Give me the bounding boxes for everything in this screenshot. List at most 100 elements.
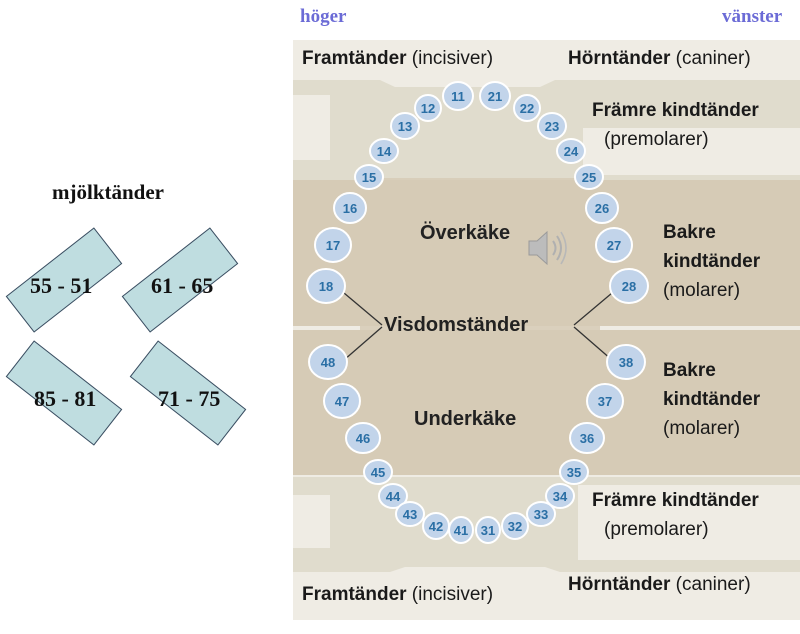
label-upper-molars-line2: kindtänder xyxy=(663,251,761,272)
milk-quadrant-label-4: 71 - 75 xyxy=(158,386,221,411)
tooth-shape xyxy=(585,192,619,224)
lower-tooth-34: 34 xyxy=(545,483,575,509)
upper-tooth-28: 28 xyxy=(609,268,649,304)
lower-tooth-38: 38 xyxy=(606,344,646,380)
tooth-number: 48 xyxy=(321,355,335,370)
lower-tooth-48: 48 xyxy=(308,344,348,380)
header-incisors-bottom-title: Framtänder xyxy=(302,584,407,605)
lower-tooth-42: 42 xyxy=(422,512,450,540)
lower-tooth-31: 31 xyxy=(475,516,501,544)
upper-tooth-14: 14 xyxy=(369,138,399,164)
header-incisors-bottom: Framtänder (incisiver) xyxy=(302,584,493,606)
tooth-number: 16 xyxy=(343,201,357,216)
tooth-shape xyxy=(586,383,624,419)
tooth-shape xyxy=(609,268,649,304)
tooth-shape xyxy=(314,227,352,263)
tooth-shape xyxy=(345,422,381,454)
tooth-shape xyxy=(569,422,605,454)
tooth-number: 43 xyxy=(403,507,417,522)
label-lower-jaw: Underkäke xyxy=(414,408,517,430)
tooth-shape xyxy=(308,344,348,380)
tooth-shape xyxy=(363,459,393,485)
upper-tooth-24: 24 xyxy=(556,138,586,164)
upper-tooth-25: 25 xyxy=(574,164,604,190)
tooth-shape xyxy=(323,383,361,419)
upper-tooth-16: 16 xyxy=(333,192,367,224)
tooth-number: 26 xyxy=(595,201,609,216)
label-upper-premolars: Främre kindtänder (premolarer) xyxy=(592,96,759,154)
upper-tooth-13: 13 xyxy=(390,112,420,140)
leader-line-right-top xyxy=(573,292,613,326)
tooth-number: 38 xyxy=(619,355,633,370)
tooth-number: 37 xyxy=(598,394,612,409)
tooth-number: 15 xyxy=(362,170,376,185)
header-incisors-top-sub: (incisiver) xyxy=(406,48,494,69)
lower-tooth-33: 33 xyxy=(526,501,556,527)
header-canines-top-sub: (caniner) xyxy=(670,48,751,69)
lower-tooth-37: 37 xyxy=(586,383,624,419)
header-incisors-top-title: Framtänder xyxy=(302,48,407,69)
lower-tooth-44: 44 xyxy=(378,483,408,509)
header-canines-top: Hörntänder (caniner) xyxy=(568,48,751,70)
tooth-shape xyxy=(306,268,346,304)
speaker-icon[interactable] xyxy=(525,226,573,270)
tooth-shape xyxy=(559,459,589,485)
tooth-shape xyxy=(414,94,442,122)
tooth-number: 21 xyxy=(488,89,502,104)
upper-tooth-17: 17 xyxy=(314,227,352,263)
header-incisors-top: Framtänder (incisiver) xyxy=(302,48,493,70)
upper-tooth-27: 27 xyxy=(595,227,633,263)
upper-tooth-23: 23 xyxy=(537,112,567,140)
tooth-number: 31 xyxy=(481,523,495,538)
lower-tooth-41: 41 xyxy=(448,516,474,544)
tooth-shape xyxy=(556,138,586,164)
tooth-number: 13 xyxy=(398,119,412,134)
label-lower-molars-sub: (molarer) xyxy=(663,418,741,439)
label-lower-molars: Bakre kindtänder (molarer) xyxy=(663,356,760,443)
tooth-shape xyxy=(606,344,646,380)
upper-tooth-26: 26 xyxy=(585,192,619,224)
lower-tooth-32: 32 xyxy=(501,512,529,540)
tooth-shape xyxy=(442,81,474,111)
label-lower-molars-line1: Bakre xyxy=(663,360,716,381)
tooth-number: 35 xyxy=(567,465,581,480)
label-upper-jaw: Överkäke xyxy=(420,222,511,244)
tooth-shape xyxy=(537,112,567,140)
tooth-shape xyxy=(595,227,633,263)
side-label-left: vänster xyxy=(722,6,783,27)
tooth-shape xyxy=(479,81,511,111)
tooth-number: 41 xyxy=(454,523,468,538)
tooth-shape xyxy=(545,483,575,509)
upper-tooth-11: 11 xyxy=(442,81,474,111)
tooth-shape xyxy=(513,94,541,122)
lower-tooth-46: 46 xyxy=(345,422,381,454)
lower-tooth-47: 47 xyxy=(323,383,361,419)
leader-line-left-bottom xyxy=(343,326,383,361)
upper-tooth-15: 15 xyxy=(354,164,384,190)
upper-tooth-22: 22 xyxy=(513,94,541,122)
tooth-shape xyxy=(378,483,408,509)
label-upper-premolars-title: Främre kindtänder xyxy=(592,100,759,121)
upper-tooth-12: 12 xyxy=(414,94,442,122)
tooth-shape xyxy=(390,112,420,140)
label-upper-premolars-sub: (premolarer) xyxy=(604,129,709,150)
tooth-number: 36 xyxy=(580,431,594,446)
tooth-number: 18 xyxy=(319,279,333,294)
tooth-number: 25 xyxy=(582,170,596,185)
tooth-shape xyxy=(448,516,474,544)
tooth-shape xyxy=(475,516,501,544)
tooth-number: 12 xyxy=(421,101,435,116)
label-lower-premolars-title: Främre kindtänder xyxy=(592,490,759,511)
tooth-number: 24 xyxy=(564,144,579,159)
tooth-number: 14 xyxy=(377,144,392,159)
label-upper-molars: Bakre kindtänder (molarer) xyxy=(663,218,760,305)
tooth-shape xyxy=(333,192,367,224)
tooth-shape xyxy=(501,512,529,540)
tooth-number: 44 xyxy=(386,489,401,504)
tooth-number: 34 xyxy=(553,489,568,504)
tooth-number: 42 xyxy=(429,519,443,534)
header-canines-bottom-sub: (caniner) xyxy=(670,574,751,595)
side-label-right: höger xyxy=(300,6,347,27)
milk-quadrant-label-3: 85 - 81 xyxy=(34,386,97,411)
